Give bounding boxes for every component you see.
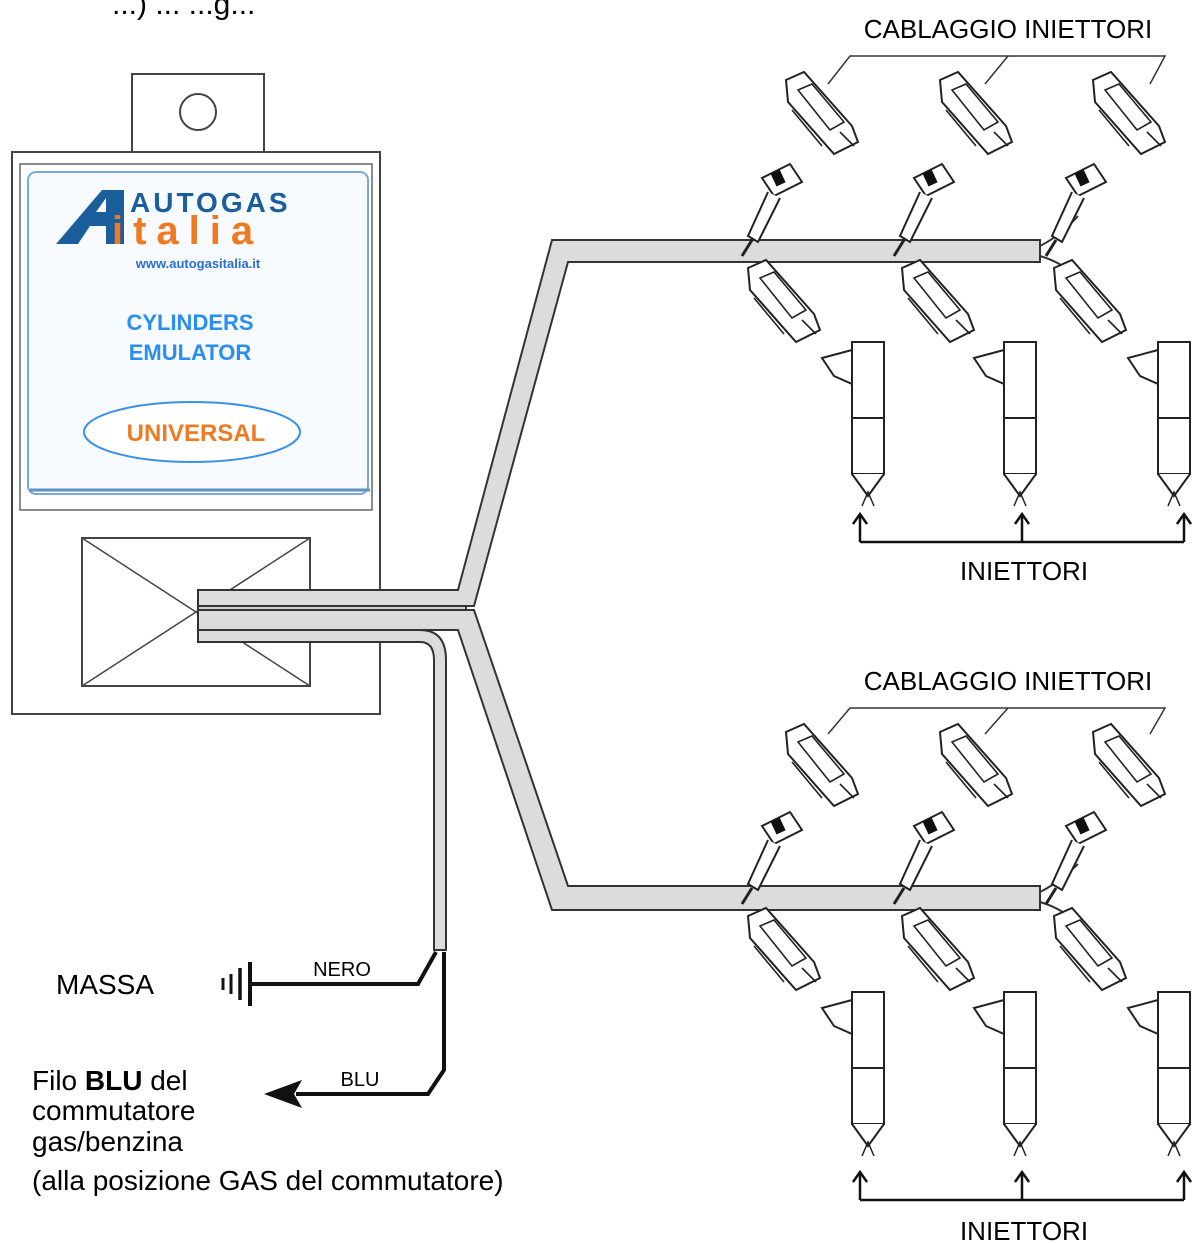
bottom-injector-group: CABLAGGIO INIETTORI INIETTORI <box>740 666 1193 1243</box>
harness-connector <box>785 723 859 807</box>
injector-connector <box>1053 259 1127 343</box>
harness-connector <box>1092 723 1166 807</box>
badge-ellipse <box>83 401 301 463</box>
main-harness <box>197 239 1041 951</box>
blue-wire-desc-line3: gas/benzina <box>32 1126 183 1157</box>
blue-wire: BLU Filo BLU del commutatore gas/benzina… <box>32 952 504 1196</box>
badge-text: UNIVERSAL <box>127 420 266 447</box>
blue-wire-desc-line1: Filo BLU del <box>32 1065 188 1096</box>
injector-body <box>1127 991 1191 1157</box>
autogas-logo: AUTOGAS italia www.autogasitalia.it <box>56 187 291 271</box>
website-text: www.autogasitalia.it <box>135 256 261 271</box>
injector-connector <box>901 907 975 991</box>
emulator-plug <box>1044 162 1108 258</box>
logo-autogas-text: AUTOGAS <box>130 187 291 218</box>
injector-body <box>973 341 1037 507</box>
blu-wire-label: BLU <box>341 1069 380 1091</box>
injector-connector <box>901 259 975 343</box>
harness-connector <box>939 71 1013 155</box>
product-line2: EMULATOR <box>129 340 252 365</box>
injector-body <box>973 991 1037 1157</box>
harness-label-top: CABLAGGIO INIETTORI <box>864 14 1152 44</box>
injector-connector <box>1053 907 1127 991</box>
nero-wire-label: NERO <box>313 959 371 981</box>
injector-connector <box>747 907 821 991</box>
emulator-plug <box>1044 810 1108 906</box>
mounting-hole <box>179 93 217 131</box>
harness-label-bottom: CABLAGGIO INIETTORI <box>864 666 1152 696</box>
massa-label: MASSA <box>56 969 154 1000</box>
injector-connector <box>747 259 821 343</box>
injector-body <box>821 991 885 1157</box>
blue-wire-desc-line2: commutatore <box>32 1095 195 1126</box>
blue-wire-desc-line4: (alla posizione GAS del commutatore) <box>32 1165 504 1196</box>
injector-body <box>1127 341 1191 507</box>
injectors-label-bottom: INIETTORI <box>960 1216 1088 1243</box>
product-line1: CYLINDERS <box>126 310 253 335</box>
injector-body <box>821 341 885 507</box>
top-injector-group: CABLAGGIO INIETTORI INIETTORI <box>740 14 1193 586</box>
harness-connector <box>939 723 1013 807</box>
logo-italia-text: italia <box>112 209 263 253</box>
ground-wire: NERO MASSA <box>56 951 438 1006</box>
injectors-label-top: INIETTORI <box>960 556 1088 586</box>
harness-connector <box>1092 71 1166 155</box>
header-text-partial: ...) ... ...g... <box>112 0 255 21</box>
harness-connector <box>785 71 859 155</box>
